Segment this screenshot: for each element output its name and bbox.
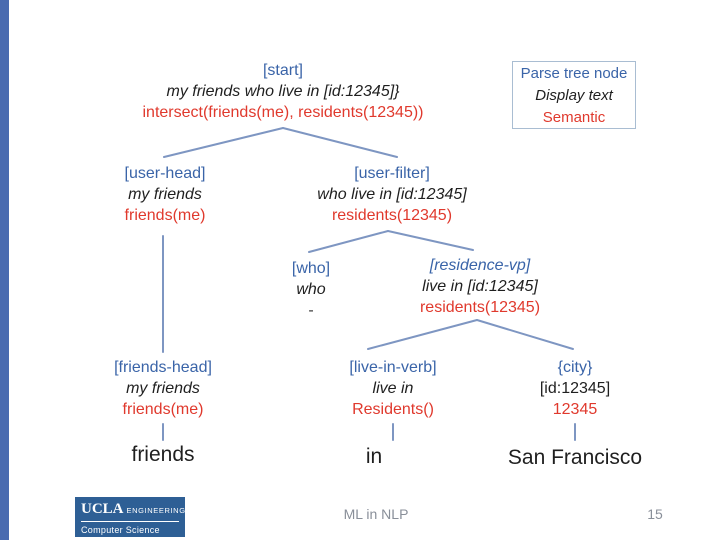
friends-head-parse-label: [friends-head] [114, 359, 212, 376]
user-filter-parse-label: [user-filter] [354, 165, 430, 182]
edge-residencevp-liveinverb [367, 319, 478, 350]
edge-start-userfilter [282, 127, 398, 158]
logo-top-row: UCLA ENGINEERING [81, 501, 185, 522]
live-in-verb-parse-label: [live-in-verb] [349, 359, 437, 376]
tree-node-start: [start] my friends who live in [id:12345… [143, 60, 424, 123]
edge-start-userhead [163, 127, 284, 158]
user-head-parse-label: [user-head] [124, 165, 206, 182]
legend-semantic-label: Semantic [542, 109, 606, 126]
tree-node-live-in-verb: [live-in-verb] live in Residents() [349, 357, 436, 420]
city-display-text: [id:12345] [539, 380, 611, 397]
tree-node-user-filter: [user-filter] who live in [id:12345] res… [317, 163, 466, 226]
tree-node-user-head: [user-head] my friends friends(me) [125, 163, 206, 226]
residence-vp-display-text: live in [id:12345] [422, 278, 538, 295]
ucla-engineering-logo: UCLA ENGINEERING Computer Science [75, 497, 185, 537]
legend-parse-label: Parse tree node [520, 65, 628, 82]
edge-userfilter-who [308, 230, 389, 253]
tree-node-city: {city} [id:12345] 12345 [540, 357, 610, 420]
residence-vp-semantic: residents(12345) [419, 299, 541, 316]
footer-page-number: 15 [647, 506, 663, 522]
friends-head-semantic: friends(me) [122, 401, 204, 418]
user-filter-display-text: who live in [id:12345] [317, 186, 467, 203]
user-filter-semantic: residents(12345) [331, 207, 453, 224]
edge-residencevp-city [476, 319, 574, 350]
city-semantic: 12345 [552, 401, 598, 418]
legend-display-label: Display text [535, 87, 613, 104]
who-display-text: who [296, 281, 326, 298]
city-parse-label: {city} [557, 359, 593, 376]
who-semantic: - [308, 302, 314, 319]
footer-course-title: ML in NLP [343, 506, 409, 522]
who-parse-label: [who] [291, 260, 331, 277]
start-display-text: my friends who live in [id:12345]} [166, 83, 400, 100]
user-head-display-text: my friends [128, 186, 202, 203]
user-head-semantic: friends(me) [124, 207, 206, 224]
legend-box: Parse tree node Display text Semantic [512, 61, 636, 129]
logo-division-text: ENGINEERING [126, 506, 186, 515]
left-accent-bar [0, 0, 9, 540]
tree-node-who: [who] who - [292, 258, 330, 321]
live-in-verb-display-text: live in [372, 380, 414, 397]
tree-node-residence-vp: [residence-vp] live in [id:12345] reside… [420, 255, 540, 318]
start-parse-label: [start] [262, 62, 303, 79]
residence-vp-parse-label: [residence-vp] [429, 257, 531, 274]
friends-head-display-text: my friends [126, 380, 200, 397]
start-semantic: intersect(friends(me), residents(12345)) [142, 104, 424, 121]
leaf-word-san-francisco: San Francisco [507, 446, 643, 469]
edge-userfilter-residencevp [387, 230, 474, 251]
logo-org-text: UCLA [81, 501, 124, 517]
logo-department-text: Computer Science [81, 525, 160, 535]
leaf-word-friends: friends [131, 443, 195, 466]
live-in-verb-semantic: Residents() [352, 401, 434, 418]
tree-node-friends-head: [friends-head] my friends friends(me) [114, 357, 212, 420]
leaf-word-in: in [365, 445, 383, 468]
